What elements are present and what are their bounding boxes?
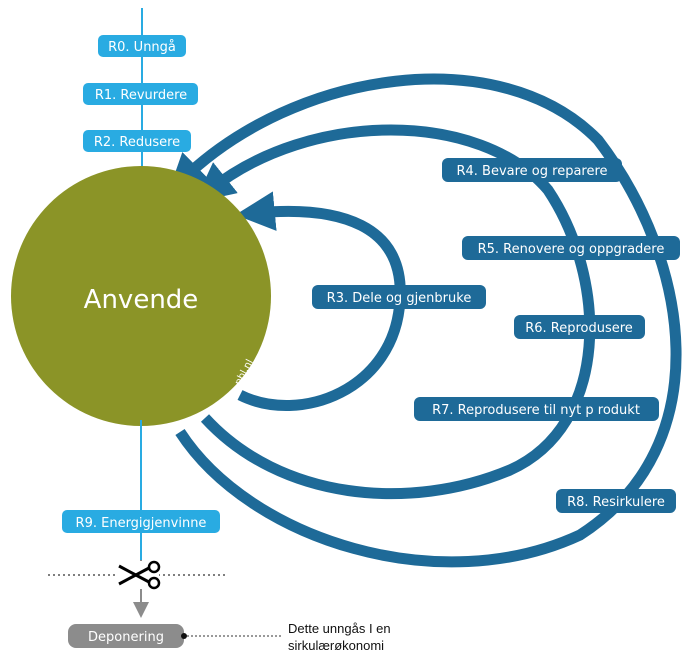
step-r1-badge [83, 83, 198, 105]
inflow-steps: R0. Unngå R1. Revurdere R2. Redusere [83, 35, 198, 152]
loop-r6-label: R6. Reprodusere [525, 321, 633, 336]
step-r2-badge [83, 130, 191, 152]
loop-r4-label: R4. Bevare og reparere [456, 164, 607, 179]
loop-r4-badge [442, 158, 622, 182]
anvende-circle [11, 166, 271, 426]
disposal-badge [68, 624, 184, 648]
disposal-label: Deponering [88, 630, 164, 645]
step-r0-badge [98, 35, 186, 57]
loop-r5-label: R5. Renovere og oppgradere [478, 242, 665, 257]
disposal-note: Dette unngås I en sirkulærøkonomi [288, 621, 391, 653]
loop-labels: R3. Dele og gjenbruke R4. Bevare og repa… [312, 158, 680, 513]
step-r9-badge [62, 510, 220, 533]
step-r1-label: R1. Revurdere [95, 88, 187, 103]
note-connector-dot [181, 633, 187, 639]
loop-r3-label: R3. Dele og gjenbruke [327, 291, 472, 306]
loop-r8-arc [167, 73, 682, 568]
loop-r7-badge [414, 397, 659, 421]
loop-r7-label: R7. Reprodusere til nyt p rodukt [432, 403, 640, 418]
loop-r5-badge [462, 236, 680, 260]
step-r0-label: R0. Unngå [108, 40, 176, 55]
center-label: Anvende [84, 285, 199, 315]
loop-r6-badge [514, 315, 645, 339]
scissors-icon [115, 560, 161, 590]
step-r9-label: R9. Energigjenvinne [76, 516, 207, 531]
loop-r3-badge [312, 285, 486, 309]
step-r2-label: R2. Redusere [94, 135, 180, 150]
loop-r8-label: R8. Resirkulere [567, 495, 665, 510]
loop-r8-badge [556, 489, 676, 513]
